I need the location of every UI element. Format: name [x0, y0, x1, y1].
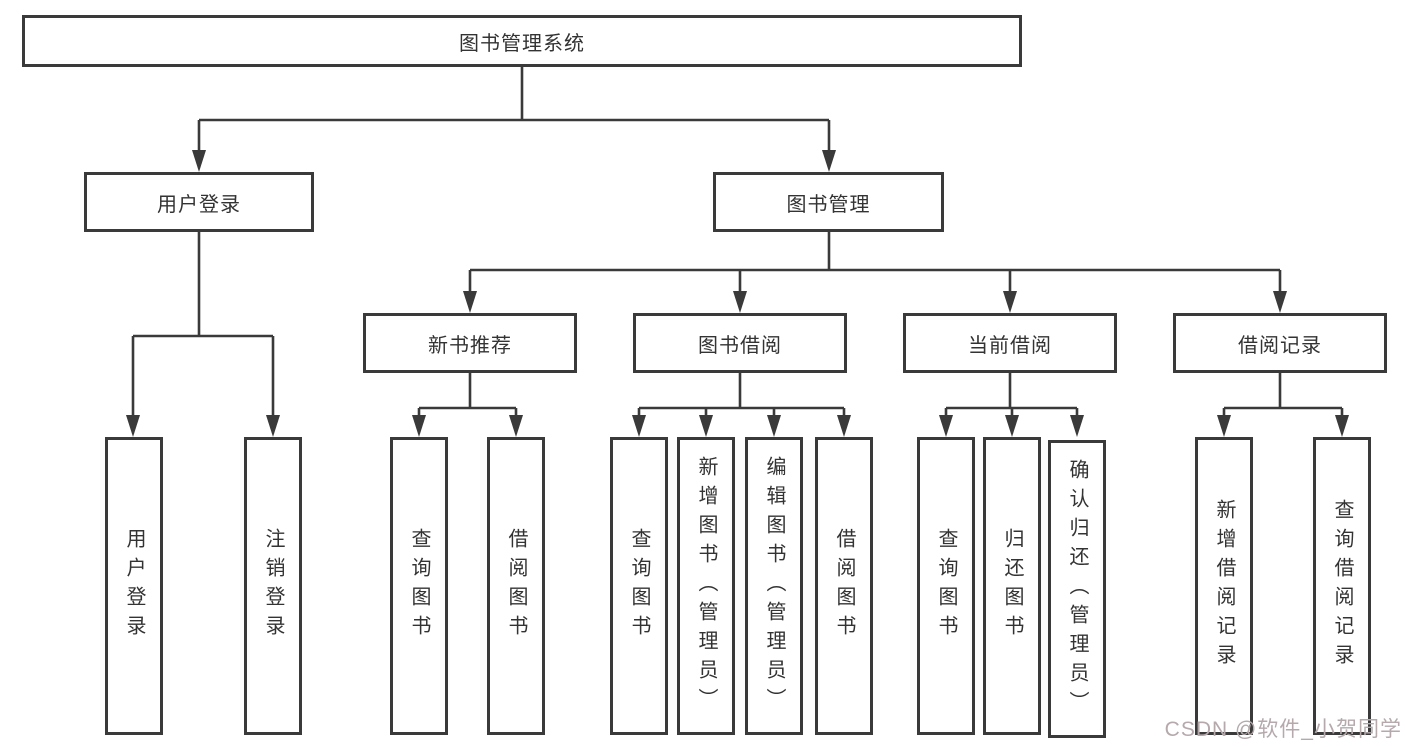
- node-borrow-records-label: 借阅记录: [1238, 334, 1322, 357]
- node-current-borrow-label: 当前借阅: [968, 334, 1052, 357]
- node-root-system: 图书管理系统: [22, 15, 1022, 67]
- leaf-borrow-query: 查询图书: [610, 437, 668, 735]
- leaf-borrow-borrow: 借阅图书: [815, 437, 873, 735]
- leaf-borrow-edit-admin: 编辑图书（管理员）: [745, 437, 803, 735]
- node-book-management: 图书管理: [713, 172, 944, 232]
- leaf-user-login: 用户登录: [105, 437, 163, 735]
- leaf-records-add-label: 新增借阅记录: [1213, 499, 1235, 673]
- node-borrow-records: 借阅记录: [1173, 313, 1387, 373]
- leaf-current-confirm-admin: 确认归还（管理员）: [1048, 440, 1106, 738]
- node-book-management-label: 图书管理: [786, 193, 871, 216]
- leaf-records-add: 新增借阅记录: [1195, 437, 1253, 735]
- connector-borrow-branch: [637, 373, 846, 417]
- node-user-login: 用户登录: [84, 172, 314, 232]
- leaf-borrow-borrow-label: 借阅图书: [833, 528, 855, 644]
- node-user-login-label: 用户登录: [157, 193, 241, 216]
- node-root-label: 图书管理系统: [459, 32, 585, 55]
- node-current-borrow: 当前借阅: [903, 313, 1117, 373]
- leaf-current-return-label: 归还图书: [1001, 528, 1023, 644]
- leaf-borrow-add-admin: 新增图书（管理员）: [677, 437, 735, 735]
- leaf-borrow-edit-admin-label: 编辑图书（管理员）: [763, 455, 785, 717]
- arrowheads: [126, 150, 1349, 437]
- leaf-borrow-add-admin-label: 新增图书（管理员）: [695, 455, 717, 717]
- node-book-borrow: 图书借阅: [633, 313, 847, 373]
- connector-userlogin-branch: [131, 232, 275, 417]
- leaf-current-return: 归还图书: [983, 437, 1041, 735]
- node-new-book-recommend-label: 新书推荐: [428, 334, 512, 357]
- node-new-book-recommend: 新书推荐: [363, 313, 577, 373]
- leaf-current-query: 查询图书: [917, 437, 975, 735]
- leaf-borrow-query-label: 查询图书: [628, 528, 650, 644]
- leaf-logout-label: 注销登录: [262, 528, 284, 644]
- connector-records-branch: [1222, 373, 1344, 417]
- connector-root-to-level2: [197, 67, 831, 152]
- connector-bookmgmt-to-level3: [468, 232, 1282, 293]
- leaf-newbook-query-label: 查询图书: [408, 528, 430, 644]
- connector-current-branch: [944, 373, 1079, 417]
- node-book-borrow-label: 图书借阅: [698, 334, 782, 357]
- leaf-newbook-borrow-label: 借阅图书: [505, 528, 527, 644]
- leaf-newbook-query: 查询图书: [390, 437, 448, 735]
- leaf-newbook-borrow: 借阅图书: [487, 437, 545, 735]
- leaf-records-query: 查询借阅记录: [1313, 437, 1371, 735]
- leaf-current-confirm-admin-label: 确认归还（管理员）: [1066, 458, 1088, 720]
- leaf-logout: 注销登录: [244, 437, 302, 735]
- leaf-current-query-label: 查询图书: [935, 528, 957, 644]
- leaf-records-query-label: 查询借阅记录: [1331, 499, 1353, 673]
- leaf-user-login-label: 用户登录: [123, 528, 145, 644]
- connector-newbook-branch: [417, 373, 518, 417]
